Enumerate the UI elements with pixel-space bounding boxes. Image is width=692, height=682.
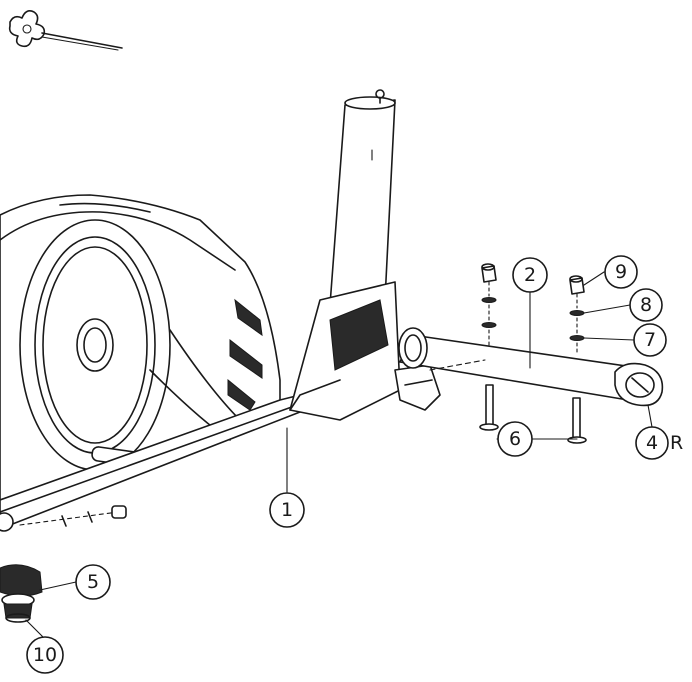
callout-8: 8 [629,288,663,322]
callout-8-label: 8 [640,294,652,316]
seat-post-tube [289,89,401,421]
callout-10: 10 [26,636,64,674]
callout-2: 2 [512,257,548,293]
callout-2-label: 2 [524,264,536,286]
hardware-stack-left [479,263,499,431]
callout-10-label: 10 [33,644,57,666]
callout-7-label: 7 [644,329,656,351]
front-bracket [394,364,441,411]
adjustable-foot [0,564,43,623]
callout-5-label: 5 [87,571,99,593]
callout-4-label: 4 [646,432,658,454]
callout-9: 9 [604,255,638,289]
callout-6: 6 [497,421,533,457]
callout-4: 4 R [635,426,683,460]
callout-9-label: 9 [615,261,627,283]
callout-1: 1 [269,492,305,528]
callout-6-label: 6 [509,428,521,450]
wrench-tool-icon [8,10,123,51]
main-frame [0,194,301,532]
front-stabilizer-tube [398,327,664,407]
callout-4-side-label: R [670,432,683,454]
callout-5: 5 [75,564,111,600]
callout-1-label: 1 [281,499,293,521]
callout-7: 7 [633,323,667,357]
hardware-stack-right [567,275,587,444]
